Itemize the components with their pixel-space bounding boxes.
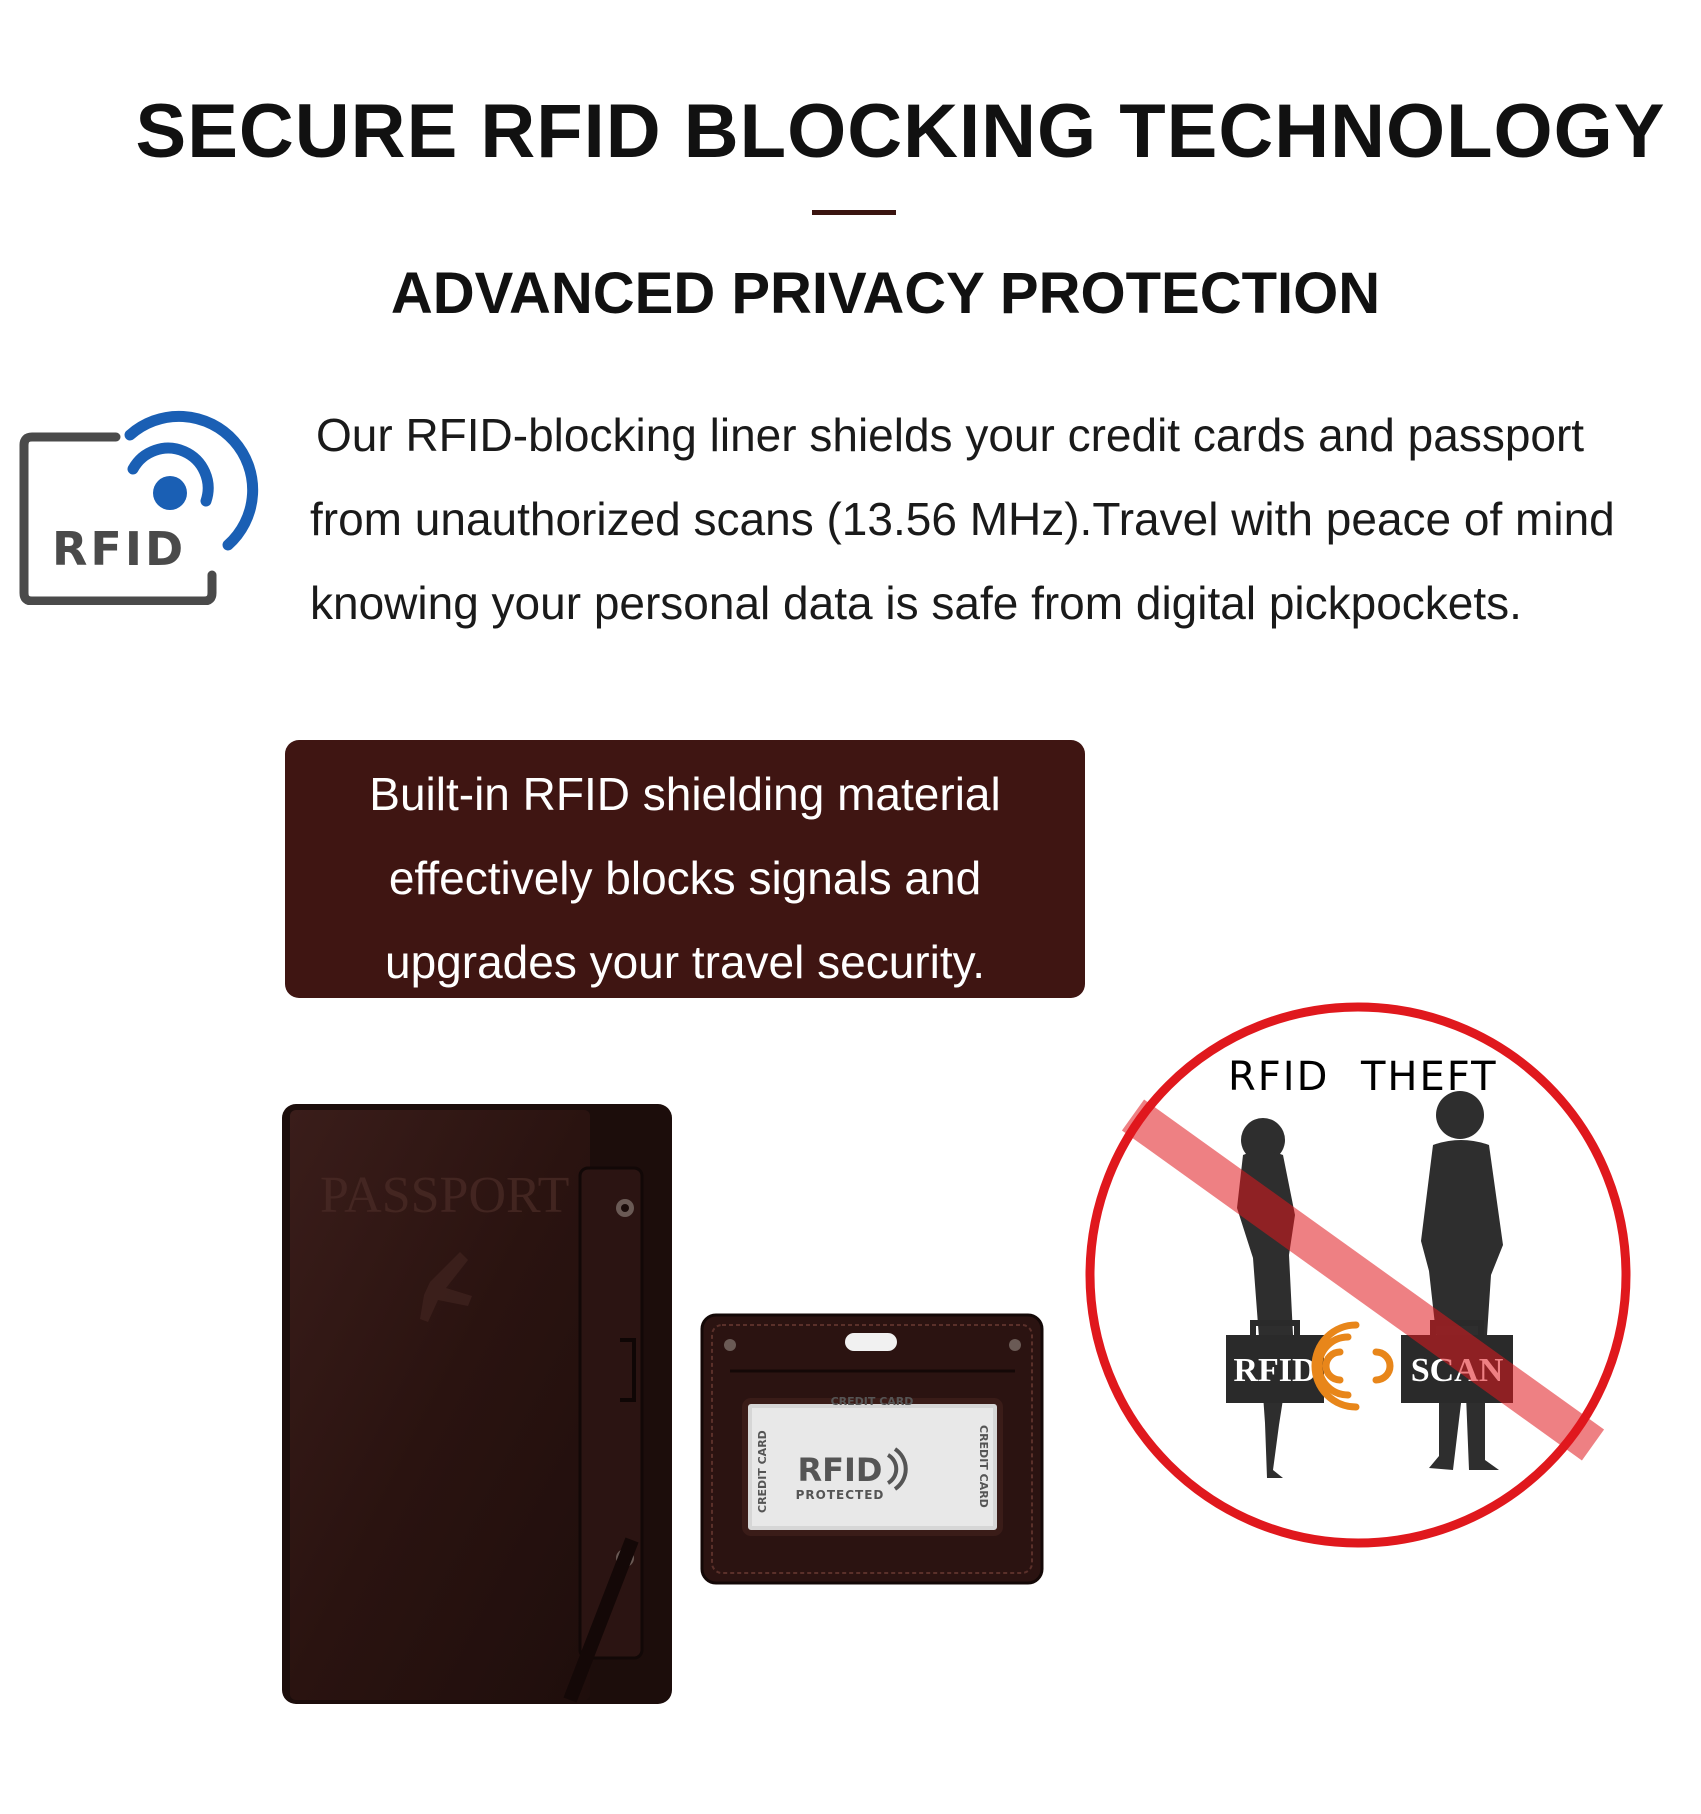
rfid-icon: RFID: [19, 410, 259, 605]
intro-line-1: Our RFID-blocking liner shields your cre…: [316, 409, 1585, 461]
intro-text: Our RFID-blocking liner shields your cre…: [310, 393, 1690, 645]
callout-line-1: Built-in RFID shielding material: [369, 768, 1001, 820]
callout-line-2: effectively blocks signals and: [388, 852, 982, 904]
rfid-theft-prohibited-graphic: RFID THEFT RFID SCAN: [1085, 1002, 1631, 1548]
card-holder-image: CREDIT CARD RFID PROTECTED CREDIT CARD C…: [700, 1313, 1044, 1585]
title-divider: [812, 210, 896, 215]
passport-embossed-text: PASSPORT: [320, 1167, 569, 1224]
intro-line-2: from unauthorized scans (13.56 MHz).Trav…: [310, 493, 1615, 545]
rfid-icon-label: RFID: [52, 522, 186, 576]
signal-waves-icon: [1311, 1321, 1394, 1411]
callout-line-3: upgrades your travel security.: [385, 936, 985, 988]
theft-label-left: RFID: [1228, 1054, 1329, 1100]
card-side-label-left: CREDIT CARD: [756, 1430, 769, 1513]
intro-line-3: knowing your personal data is safe from …: [310, 577, 1522, 629]
feature-callout: Built-in RFID shielding material effecti…: [285, 740, 1085, 998]
card-protected-label: PROTECTED: [796, 1488, 885, 1502]
theft-label-right: THEFT: [1360, 1054, 1498, 1100]
page-subtitle: ADVANCED PRIVACY PROTECTION: [390, 261, 1381, 326]
card-side-label-right: CREDIT CARD: [977, 1425, 990, 1508]
prohibition-slash: [1121, 1099, 1605, 1461]
page-title: SECURE RFID BLOCKING TECHNOLOGY: [135, 89, 1666, 174]
card-top-label: CREDIT CARD: [831, 1395, 914, 1408]
passport-wallet-image: PASSPORT: [282, 1104, 672, 1704]
bag-label-rfid: RFID: [1233, 1352, 1316, 1389]
card-rfid-brand: RFID: [798, 1451, 883, 1489]
